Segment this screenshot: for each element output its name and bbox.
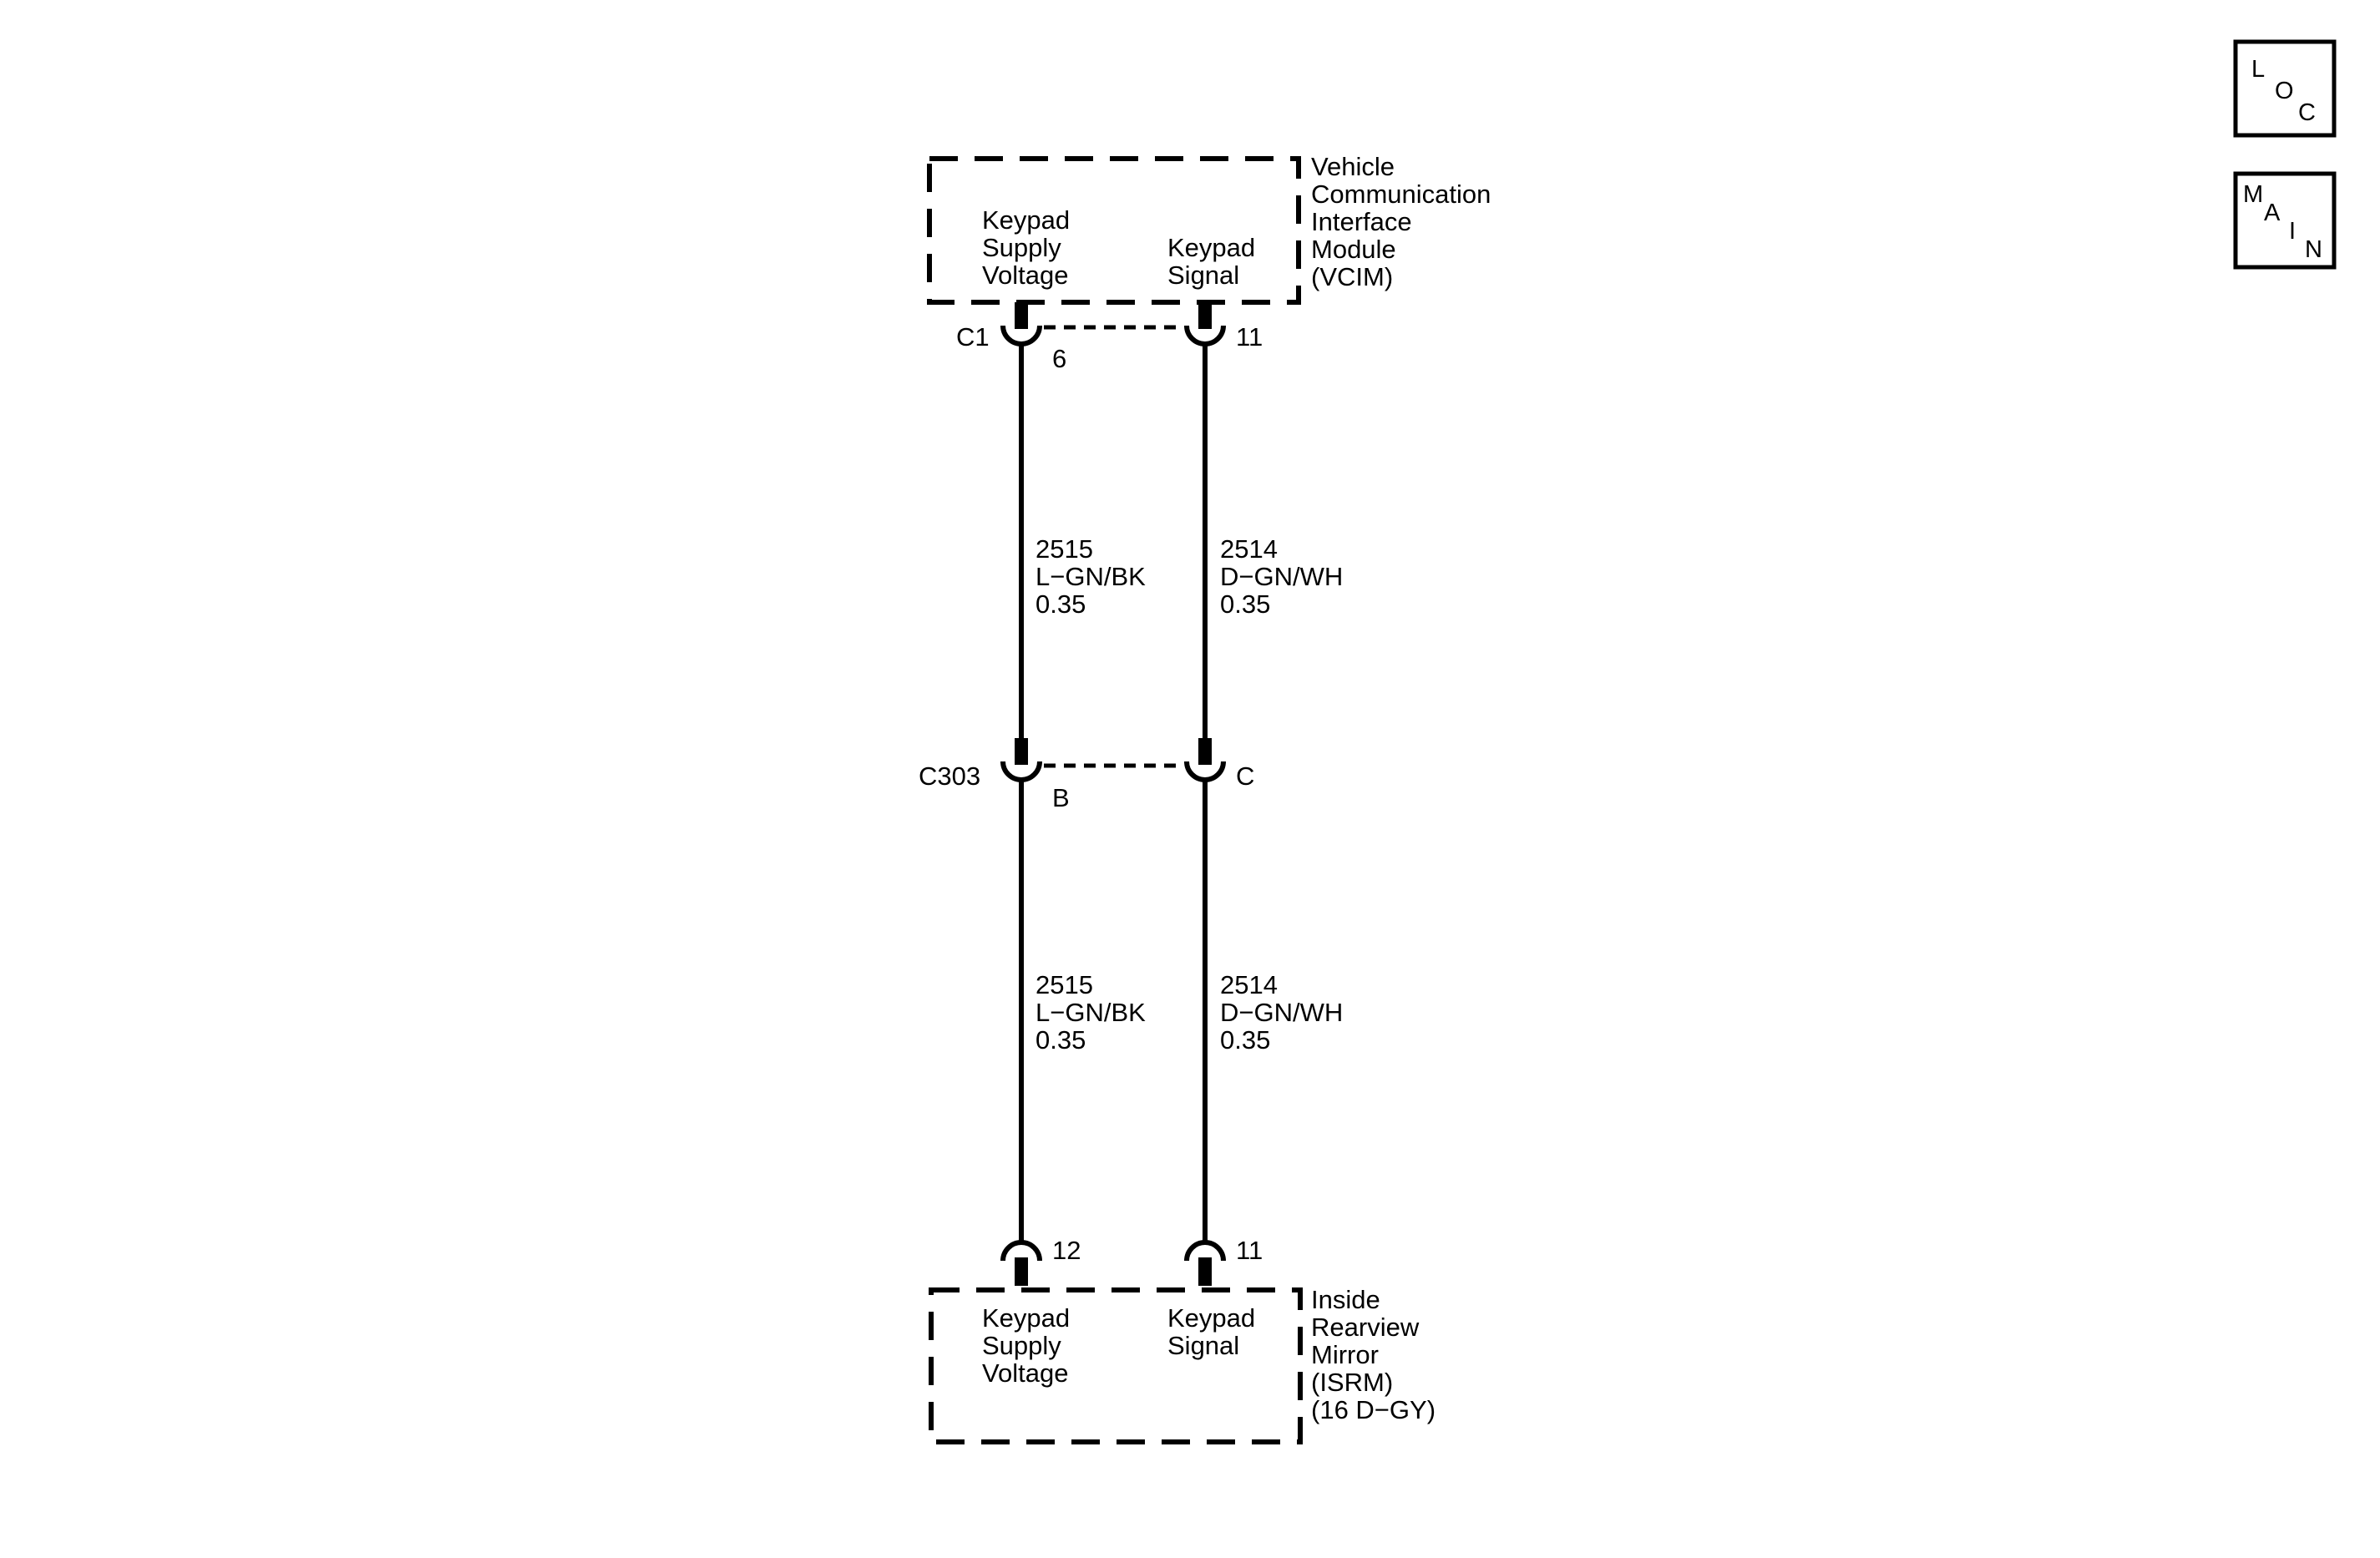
- isrm-pin-b-label: Keypad Signal: [1167, 1303, 1263, 1360]
- main-button[interactable]: M A I N: [2233, 171, 2337, 270]
- wire-2514-upper-label: 2514 D−GN/WH 0.35: [1220, 534, 1350, 619]
- vcim-module-outline: [927, 156, 1301, 305]
- isrm-pin-b-stub: [1198, 1257, 1212, 1286]
- vcim-name: Vehicle Communication Interface Module (…: [1311, 152, 1498, 291]
- inline-pin-b-letter: C: [1236, 761, 1254, 791]
- inline-pin-b-stub: [1198, 738, 1212, 765]
- vcim-connector: C1 6 11: [956, 302, 1263, 373]
- vcim-module: Vehicle Communication Interface Module (…: [927, 152, 1498, 305]
- vcim-pin-a-number: 6: [1052, 344, 1066, 373]
- main-button-frame: [2233, 171, 2337, 270]
- isrm-pin-b-male-terminal: [1184, 1240, 1226, 1262]
- isrm-connector: 12 11: [1000, 1236, 1263, 1286]
- vcim-pin-b-stub: [1198, 302, 1212, 329]
- vcim-connector-name: C1: [956, 322, 990, 352]
- vcim-pin-a-label: Keypad Supply Voltage: [982, 205, 1077, 290]
- inline-pin-a-stub: [1015, 738, 1028, 765]
- isrm-pin-a-male-terminal: [1000, 1240, 1042, 1262]
- isrm-pin-a-number: 12: [1052, 1236, 1081, 1265]
- main-letter-1: M: [2243, 181, 2263, 208]
- vcim-pin-b-number: 11: [1236, 322, 1263, 352]
- isrm-pin-a-label: Keypad Supply Voltage: [982, 1303, 1077, 1388]
- loc-letter-2: O: [2275, 78, 2294, 104]
- main-letter-4: N: [2305, 236, 2322, 263]
- inline-connector-name: C303: [919, 761, 980, 791]
- loc-letter-1: L: [2251, 56, 2265, 83]
- vcim-pin-b-label: Keypad Signal: [1167, 233, 1263, 290]
- isrm-module-outline: [929, 1287, 1303, 1444]
- main-letter-2: A: [2264, 200, 2281, 226]
- main-letter-3: I: [2289, 218, 2296, 245]
- loc-button-frame: [2233, 39, 2337, 138]
- isrm-module: Inside Rearview Mirror (ISRM) (16 D−GY) …: [929, 1285, 1436, 1444]
- vcim-pin-a-stub: [1015, 302, 1028, 329]
- loc-letter-3: C: [2298, 99, 2316, 126]
- isrm-name: Inside Rearview Mirror (ISRM) (16 D−GY): [1311, 1285, 1436, 1424]
- isrm-pin-b-number: 11: [1236, 1236, 1263, 1265]
- wire-2515-upper-label: 2515 L−GN/BK 0.35: [1036, 534, 1152, 619]
- wire-2515-lower-label: 2515 L−GN/BK 0.35: [1036, 970, 1152, 1055]
- loc-button[interactable]: L O C: [2233, 39, 2337, 138]
- wire-2514-lower-label: 2514 D−GN/WH 0.35: [1220, 970, 1350, 1055]
- isrm-pin-a-stub: [1015, 1257, 1028, 1286]
- inline-pin-a-letter: B: [1052, 783, 1070, 812]
